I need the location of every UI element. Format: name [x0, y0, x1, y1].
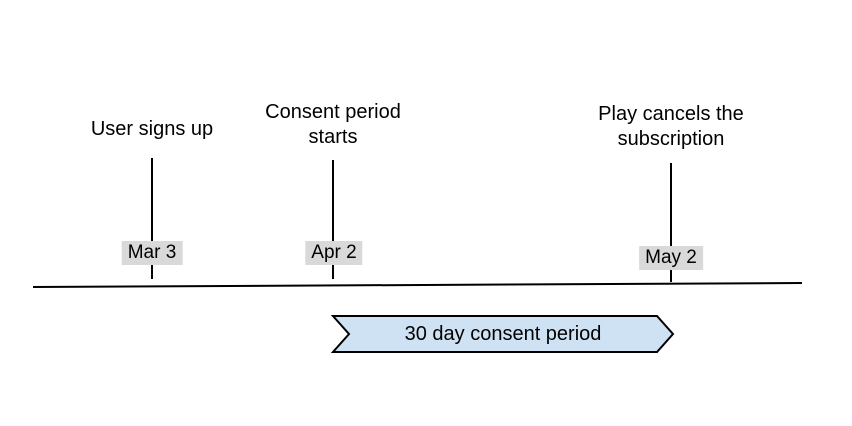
date-chip-may-2: May 2 — [639, 246, 703, 270]
timeline-axis — [32, 282, 803, 288]
event-label-user-signs-up: User signs up — [90, 118, 214, 140]
date-chip-apr-2: Apr 2 — [305, 241, 363, 265]
consent-period-arrow-shape — [330, 315, 675, 353]
date-chip-mar-3: Mar 3 — [121, 241, 183, 265]
event-label-play-cancels-subscription: Play cancels the subscription — [598, 103, 744, 150]
event-label-consent-period-starts: Consent period starts — [265, 101, 401, 148]
